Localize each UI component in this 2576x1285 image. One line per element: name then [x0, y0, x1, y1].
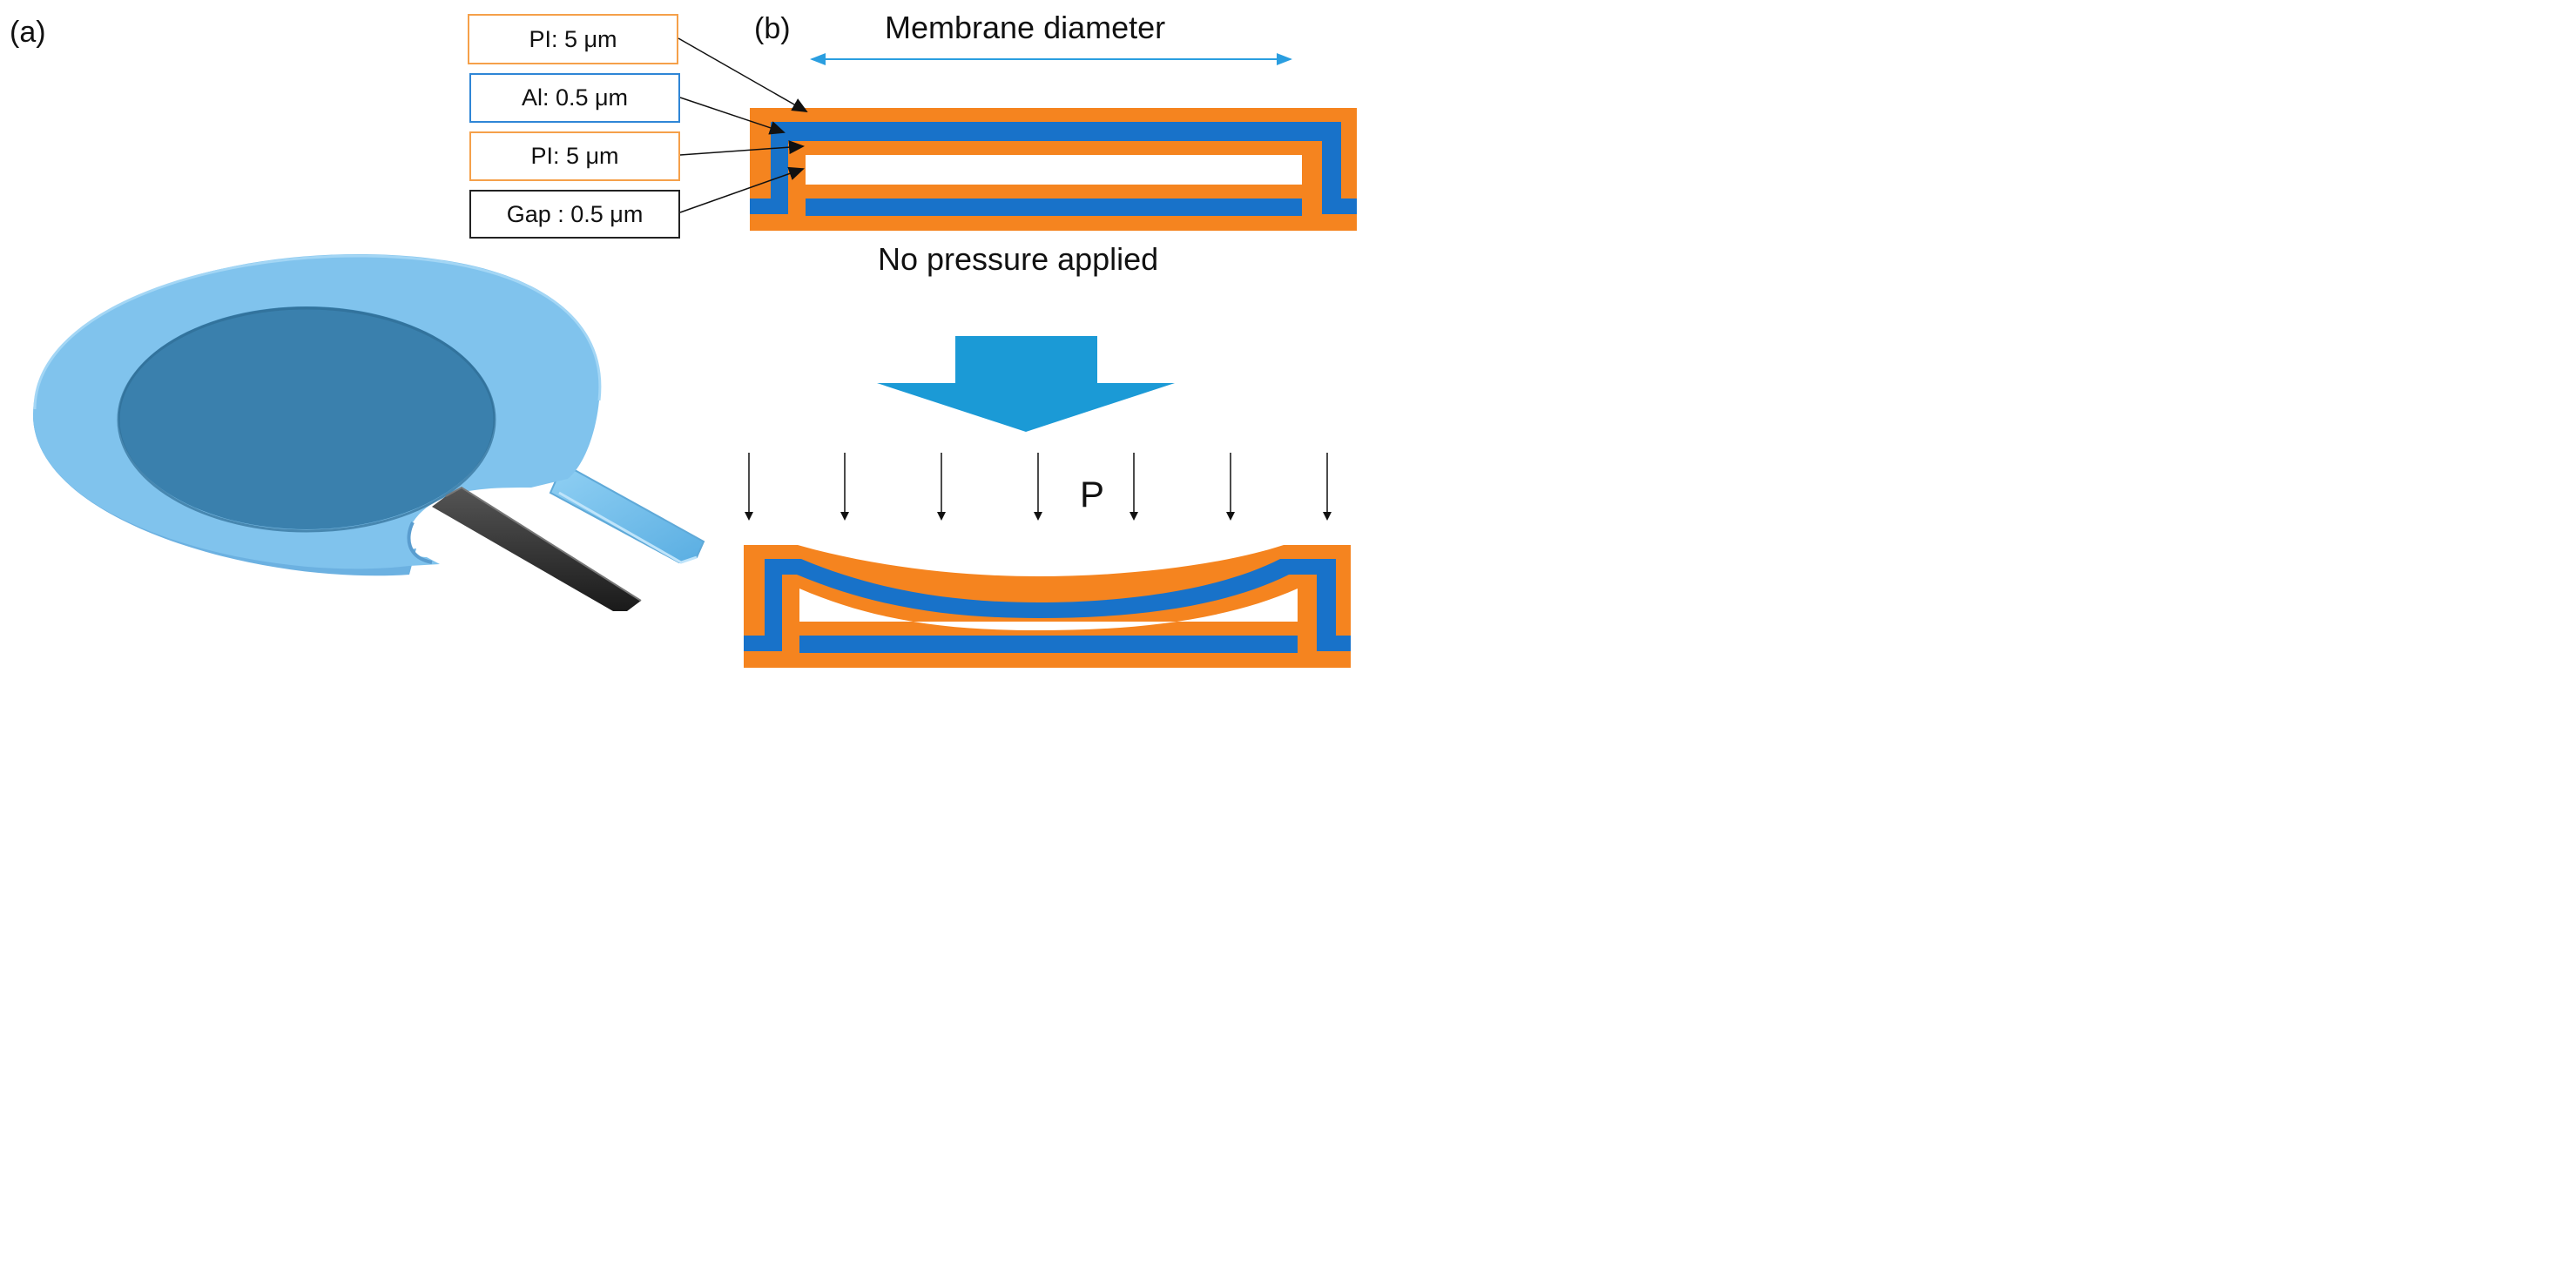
layer-label: Al: 0.5 μm	[521, 84, 629, 111]
no-pressure-label: No pressure applied	[878, 241, 1159, 277]
leader-pi-bottom	[679, 140, 805, 156]
sensor-electrode	[118, 306, 495, 529]
cross-section-loaded	[744, 545, 1351, 668]
sensor-lead	[432, 488, 641, 611]
layer-box-gap: Gap : 0.5 μm	[469, 190, 680, 239]
sensor-3d-illustration	[32, 253, 705, 611]
diagram-graphics	[32, 37, 1357, 668]
membrane-diameter-label: Membrane diameter	[885, 10, 1166, 45]
layer-label: Gap : 0.5 μm	[506, 200, 644, 227]
layer-box-top-pi: PI: 5 μm	[468, 14, 678, 64]
leader-gap	[679, 166, 805, 213]
layer-box-bottom-pi: PI: 5 μm	[469, 131, 680, 181]
cross-section-unloaded	[750, 108, 1357, 231]
layer-label: PI: 5 μm	[530, 143, 619, 169]
layer-box-al: Al: 0.5 μm	[469, 73, 680, 123]
leader-pi-top	[678, 37, 808, 112]
layer-label: PI: 5 μm	[529, 25, 617, 52]
process-arrow-icon	[877, 336, 1175, 432]
panel-b-label: (b)	[754, 12, 791, 45]
figure: (a) (b) PI: 5 μm Al: 0.5 μm PI: 5 μm Gap…	[0, 0, 1366, 682]
panel-a-label: (a)	[10, 16, 46, 49]
pressure-label: P	[1080, 474, 1105, 515]
pressure-arrows	[745, 453, 1332, 521]
leader-al	[679, 97, 786, 135]
sensor-tab	[549, 468, 705, 564]
